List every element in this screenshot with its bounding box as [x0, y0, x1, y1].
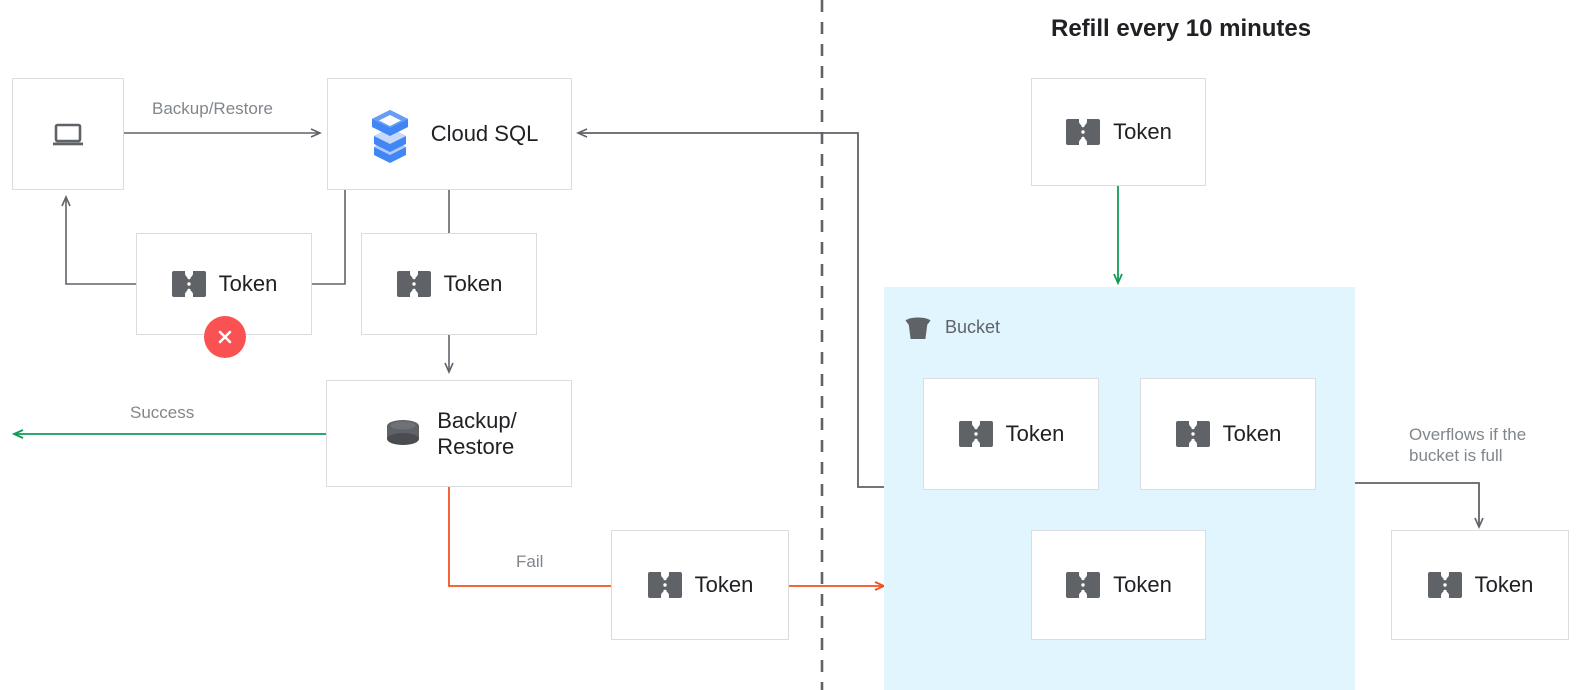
edge-label-backup-restore: Backup/Restore: [152, 99, 273, 118]
node-label: Token: [1113, 572, 1172, 598]
edge-tokenfailed-to-client: [61, 195, 136, 285]
edge-bucket-overflow: [1355, 482, 1484, 529]
node-token-consumed[interactable]: Token: [361, 233, 537, 335]
token-icon: [647, 570, 683, 600]
edge-label-success: Success: [130, 403, 195, 422]
node-label: Token: [1113, 119, 1172, 145]
token-icon: [1175, 419, 1211, 449]
bucket-icon: [901, 310, 935, 344]
node-token-refill[interactable]: Token: [1031, 78, 1206, 186]
node-bucket-token-1[interactable]: Token: [923, 378, 1099, 490]
node-label: Token: [218, 271, 278, 297]
cloud-sql-icon: [361, 105, 419, 163]
node-label: Cloud SQL: [430, 121, 539, 147]
error-x-icon: [204, 316, 246, 358]
token-icon: [171, 269, 207, 299]
node-bucket-token-3[interactable]: Token: [1031, 530, 1206, 640]
edge-cloudsql-to-tokenfailed: [311, 189, 346, 285]
node-label: Token: [1222, 421, 1282, 447]
page-title: Refill every 10 minutes: [1051, 15, 1312, 42]
database-icon: [381, 416, 425, 452]
node-label: Backup/ Restore: [437, 408, 517, 459]
node-label: Token: [1474, 572, 1534, 598]
token-icon: [1427, 570, 1463, 600]
node-cloud-sql[interactable]: Cloud SQL: [327, 78, 572, 190]
edge-label-overflow: Overflows if the bucket is full: [1409, 425, 1527, 466]
laptop-icon: [48, 114, 88, 154]
node-label: Token: [443, 271, 503, 297]
token-icon: [396, 269, 432, 299]
bucket-label: Bucket: [945, 316, 1001, 337]
bucket-header: Bucket: [901, 310, 1000, 344]
token-icon: [1065, 117, 1101, 147]
node-label: Token: [1005, 421, 1065, 447]
edge-backup-fail: [448, 487, 611, 587]
node-backup-restore[interactable]: Backup/ Restore: [326, 380, 572, 487]
token-icon: [1065, 570, 1101, 600]
node-label: Token: [694, 572, 754, 598]
node-token-overflow[interactable]: Token: [1391, 530, 1569, 640]
node-bucket-token-2[interactable]: Token: [1140, 378, 1316, 490]
node-client[interactable]: [12, 78, 124, 190]
edge-label-fail: Fail: [516, 552, 544, 571]
edge-bucket-to-cloudsql: [576, 128, 884, 488]
token-icon: [958, 419, 994, 449]
node-token-fail-return[interactable]: Token: [611, 530, 789, 640]
